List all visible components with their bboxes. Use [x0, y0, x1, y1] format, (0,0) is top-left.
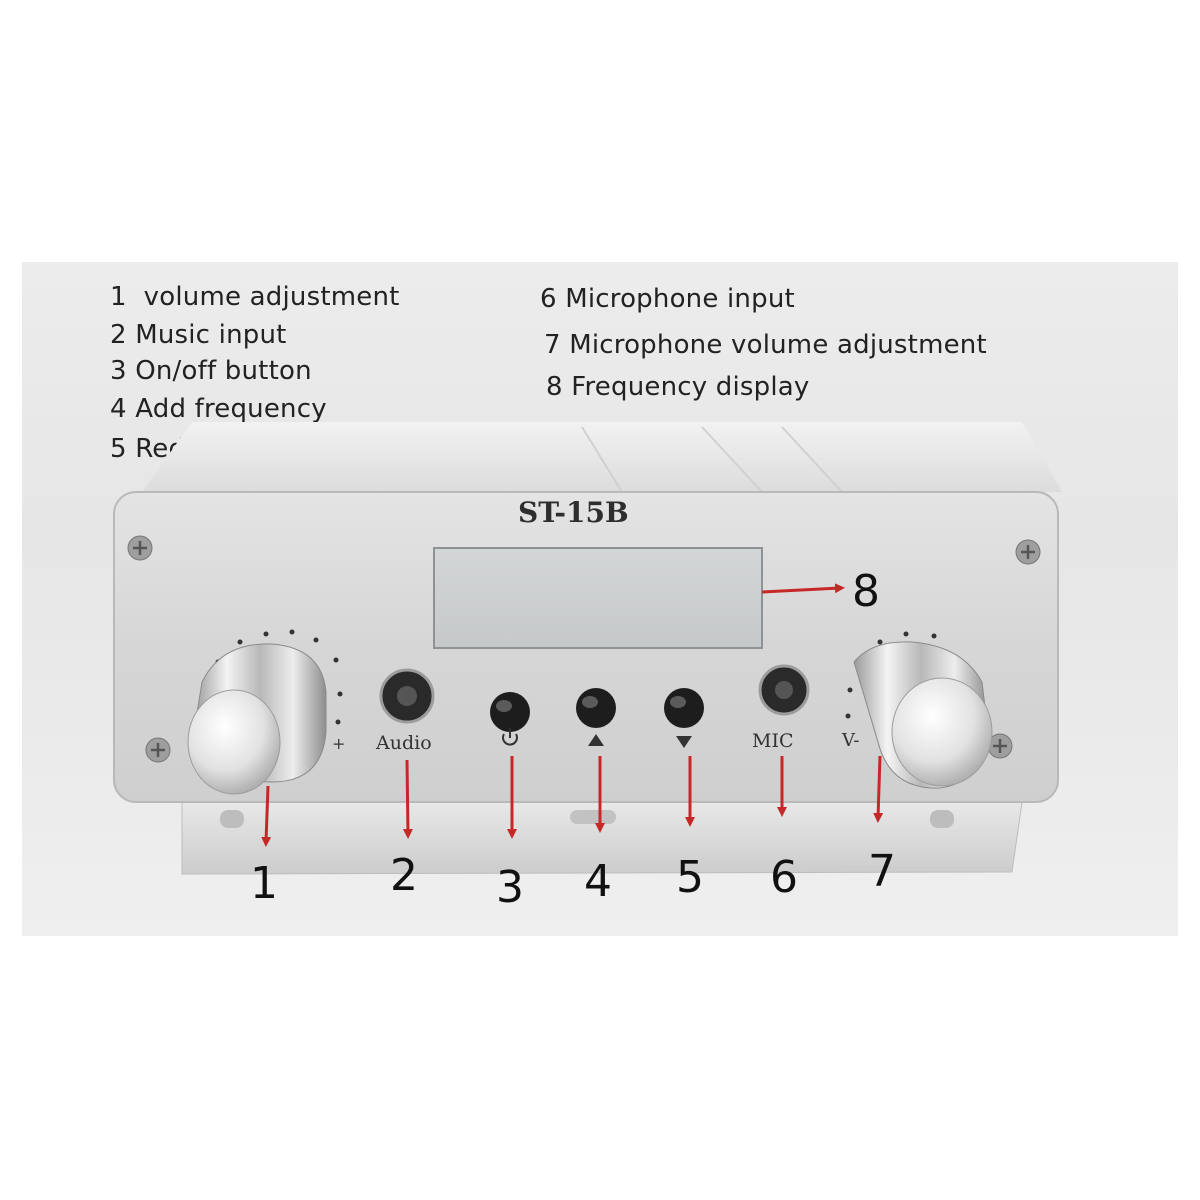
mic-jack[interactable] [758, 664, 810, 716]
callout-1: 1 [250, 858, 278, 909]
volume-dial-scale [215, 629, 343, 725]
arrow-2 [402, 759, 413, 839]
screw-bottom-left [145, 737, 171, 763]
mic-volume-knob[interactable] [853, 641, 993, 789]
bracket-slot-center [570, 810, 616, 824]
product-photo: 1 volume adjustment 2 Music input 3 On/o… [22, 262, 1178, 936]
bracket-slot-right [930, 810, 954, 828]
callout-4: 4 [584, 856, 612, 907]
arrow-1 [261, 785, 272, 847]
v-minus-label: V- [842, 730, 860, 751]
callout-5: 5 [676, 852, 704, 903]
legend-item-volume-adjustment: 1 volume adjustment [110, 282, 400, 312]
callout-6: 6 [770, 852, 798, 903]
callout-2: 2 [390, 850, 418, 901]
frequency-display [433, 547, 763, 649]
legend-item-music-input: 2 Music input [110, 320, 287, 350]
volume-knob[interactable] [187, 643, 327, 795]
plus-label: + [332, 734, 346, 753]
frequency-down-button[interactable] [664, 688, 704, 728]
power-button[interactable] [490, 692, 530, 732]
audio-jack[interactable] [379, 668, 435, 724]
screw-bottom-right [987, 733, 1013, 759]
bracket-slot-left [220, 810, 244, 828]
case-top [142, 422, 1062, 492]
mic-label: MIC [752, 730, 794, 752]
arrow-7 [873, 755, 884, 823]
legend-item-microphone-input: 6 Microphone input [540, 284, 795, 314]
screw-top-right [1015, 539, 1041, 565]
legend-item-microphone-volume-adjustment: 7 Microphone volume adjustment [544, 330, 987, 360]
legend-item-frequency-display: 8 Frequency display [546, 372, 810, 402]
callout-8: 8 [852, 566, 880, 617]
screw-top-left [127, 535, 153, 561]
triangle-down-icon [676, 736, 692, 748]
legend-item-on-off-button: 3 On/off button [110, 356, 312, 386]
device-drawing [113, 422, 1062, 875]
legend-item-add-frequency: 4 Add frequency [110, 394, 327, 424]
callout-arrows [261, 755, 884, 847]
triangle-up-icon [588, 734, 604, 746]
callout-7: 7 [868, 846, 896, 897]
power-icon [502, 728, 518, 746]
audio-label: Audio [376, 732, 432, 754]
callout-3: 3 [496, 862, 524, 913]
model-label: ST-15B [518, 496, 629, 529]
frequency-up-button[interactable] [576, 688, 616, 728]
arrow-to-callout-8 [761, 583, 845, 594]
